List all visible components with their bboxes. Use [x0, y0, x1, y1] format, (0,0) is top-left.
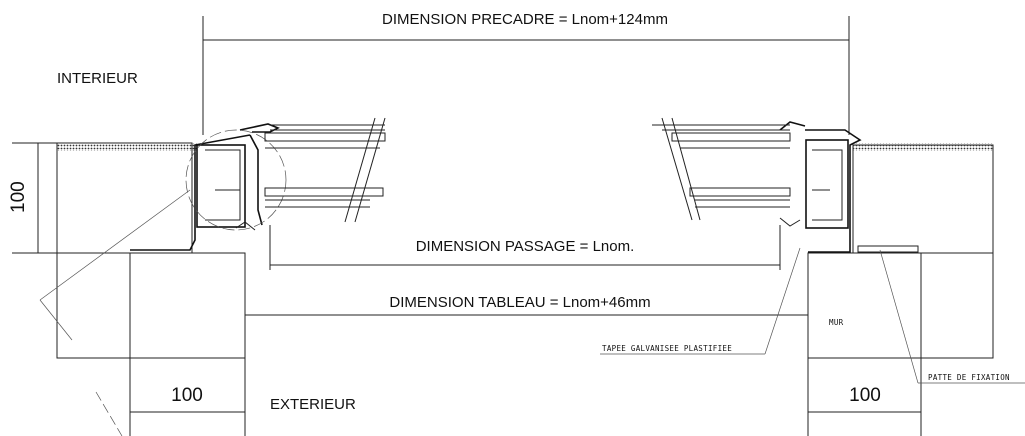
dimension-tableau-label: DIMENSION TABLEAU = Lnom+46mm — [389, 294, 650, 311]
right-door-leaf — [652, 117, 791, 221]
dimension-tableau-group: DIMENSION TABLEAU = Lnom+46mm — [245, 294, 808, 316]
right-wall: 100 MUR — [807, 143, 994, 436]
dim-100-left: 100 — [171, 385, 203, 406]
left-wall: 100 100 — [8, 142, 246, 436]
patte-label: PATTE DE FIXATION — [928, 373, 1010, 382]
dimension-precadre-group: DIMENSION PRECADRE = Lnom+124mm — [202, 11, 850, 135]
right-frame-profile — [779, 121, 919, 253]
patte-annotation: PATTE DE FIXATION — [879, 249, 1025, 384]
dim-100-vertical: 100 — [8, 181, 29, 213]
dimension-passage-label: DIMENSION PASSAGE = Lnom. — [416, 238, 635, 255]
interieur-label: INTERIEUR — [57, 70, 138, 87]
mur-label: MUR — [829, 318, 844, 327]
left-frame-profile — [130, 123, 287, 251]
left-door-leaf — [264, 117, 386, 223]
dim-100-right: 100 — [849, 385, 881, 406]
tapee-label: TAPEE GALVANISEE PLASTIFIEE — [602, 344, 732, 353]
tapee-annotation: TAPEE GALVANISEE PLASTIFIEE — [600, 247, 801, 355]
dimension-passage-group: DIMENSION PASSAGE = Lnom. — [269, 225, 781, 270]
dimension-precadre-label: DIMENSION PRECADRE = Lnom+124mm — [382, 11, 668, 28]
exterieur-label: EXTERIEUR — [270, 396, 356, 413]
